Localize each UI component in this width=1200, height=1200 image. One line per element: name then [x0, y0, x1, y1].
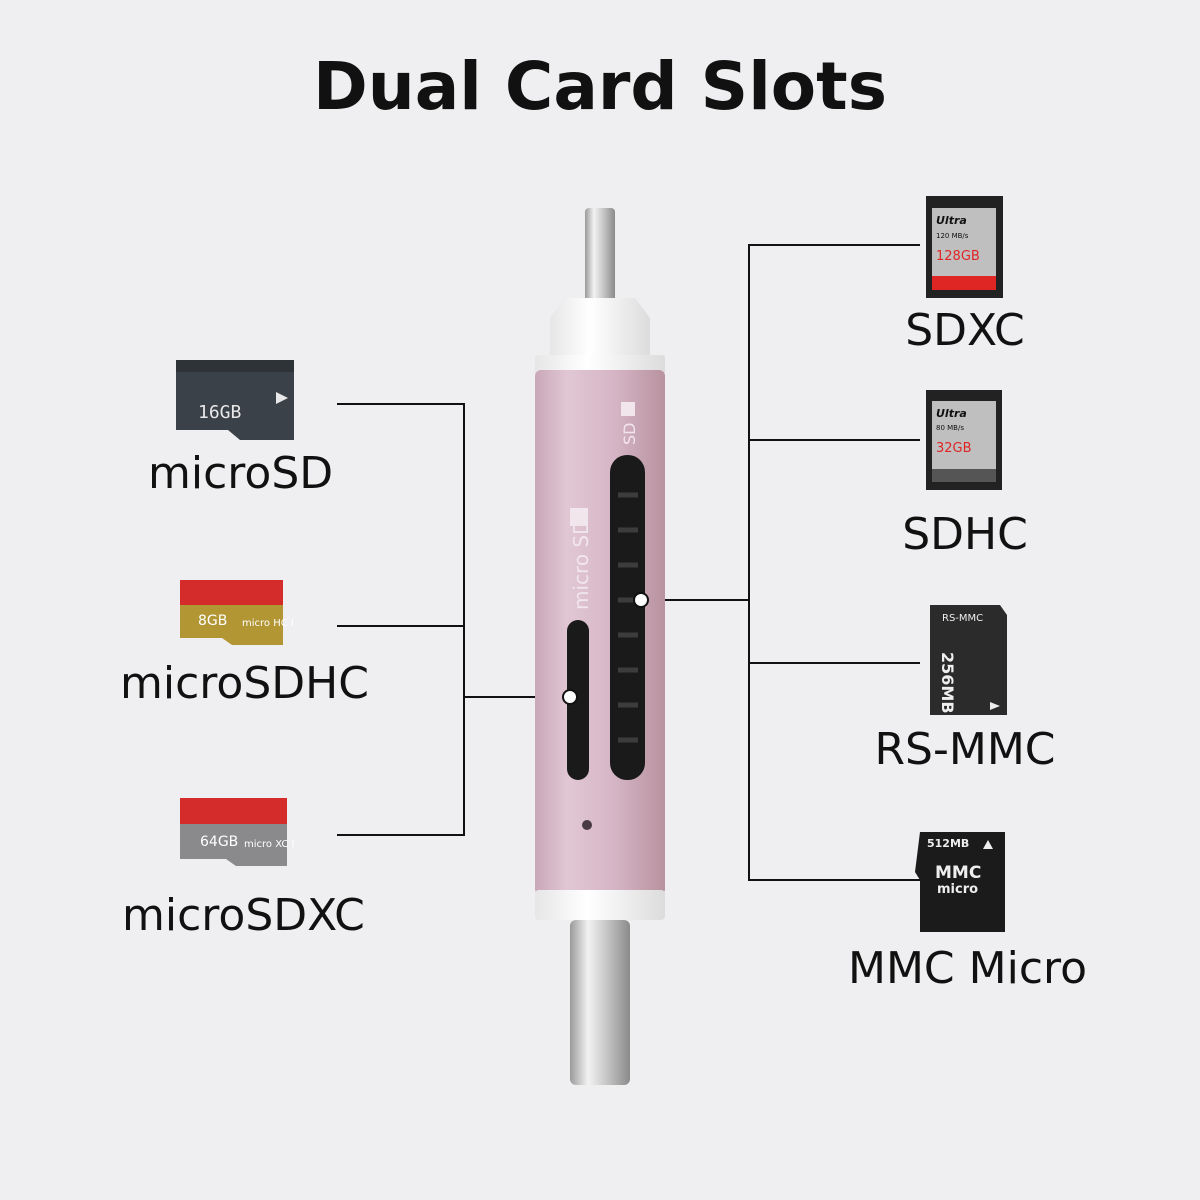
- svg-text:80 MB/s: 80 MB/s: [936, 424, 964, 432]
- svg-text:micro XC I: micro XC I: [244, 839, 294, 850]
- microsdhc-card-icon: 8GB micro HC I: [180, 580, 294, 645]
- svg-text:micro: micro: [937, 882, 978, 897]
- svg-text:8GB: 8GB: [198, 613, 227, 629]
- svg-text:512MB: 512MB: [927, 837, 969, 850]
- svg-text:micro HC I: micro HC I: [242, 618, 294, 629]
- microsdxc-card-icon: 64GB micro XC I: [180, 798, 294, 866]
- microsd-card-icon: 16GB: [176, 360, 294, 440]
- label-microsd: microSD: [148, 448, 334, 499]
- right-connector-lines: [641, 244, 920, 881]
- label-microsdhc: microSDHC: [120, 658, 369, 709]
- svg-text:MMC: MMC: [935, 863, 981, 883]
- sd-slot: [610, 455, 645, 780]
- sd-marking: SD: [620, 423, 639, 445]
- label-microsdxc: microSDXC: [122, 890, 365, 941]
- svg-text:16GB: 16GB: [198, 402, 241, 423]
- status-led: [582, 820, 592, 830]
- svg-text:128GB: 128GB: [936, 249, 980, 264]
- svg-text:RS-MMC: RS-MMC: [942, 613, 983, 624]
- svg-text:64GB: 64GB: [200, 834, 238, 850]
- svg-text:Ultra: Ultra: [936, 407, 967, 420]
- svg-text:120 MB/s: 120 MB/s: [936, 232, 969, 240]
- page-title: Dual Card Slots: [313, 48, 887, 125]
- top-usb-c-plug: [535, 208, 665, 375]
- sdxc-card-icon: Ultra 120 MB/s 128GB: [926, 196, 1003, 298]
- microsd-slot: [567, 620, 589, 780]
- svg-text:256MB: 256MB: [938, 652, 957, 714]
- label-rs-mmc: RS-MMC: [874, 724, 1056, 775]
- card-reader-body: SD micro SD: [535, 370, 665, 895]
- svg-text:Ultra: Ultra: [936, 214, 967, 227]
- label-mmc-micro: MMC Micro: [848, 943, 1088, 994]
- microsd-marking: micro SD: [569, 519, 593, 610]
- mmc-micro-card-icon: 512MB MMC micro: [915, 832, 1005, 932]
- svg-text:32GB: 32GB: [936, 441, 972, 456]
- sdhc-card-icon: Ultra 80 MB/s 32GB: [926, 390, 1002, 490]
- rs-mmc-card-icon: RS-MMC 256MB: [930, 605, 1007, 715]
- label-sdhc: SDHC: [902, 509, 1028, 560]
- label-sdxc: SDXC: [905, 305, 1025, 356]
- bottom-usb-c-plug: [535, 890, 665, 1085]
